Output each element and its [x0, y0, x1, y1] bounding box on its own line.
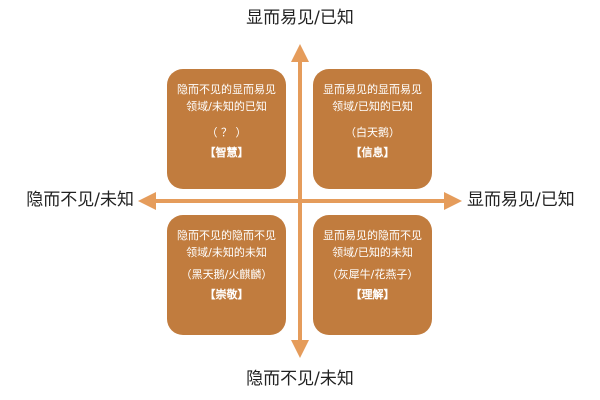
- quadrant-description: 隐而不见的显而易见领域/未知的已知: [177, 83, 276, 113]
- quadrant-tag: 【崇敬】: [204, 288, 249, 301]
- quadrant-example: （ ？ ）: [206, 126, 247, 139]
- axis-label-bottom: 隐而不见/未知: [246, 369, 354, 389]
- quadrant-description: 隐而不见的隐而不见领域/未知的未知: [177, 229, 276, 259]
- quadrant-bottom-right: 显而易见的隐而不见领域/已知的未知 （灰犀牛/花燕子） 【理解】: [313, 215, 432, 335]
- quadrant-tag: 【智慧】: [204, 146, 249, 159]
- axis-label-top: 显而易见/已知: [246, 8, 354, 28]
- axis-label-right: 显而易见/已知: [467, 190, 575, 210]
- arrowhead-left: [138, 192, 156, 210]
- quadrant-example: （白天鹅）: [345, 126, 400, 139]
- quadrant-description: 显而易见的隐而不见领域/已知的未知: [323, 229, 422, 259]
- quadrant-top-right: 显而易见的显而易见领域/已知的已知 （白天鹅） 【信息】: [313, 69, 432, 189]
- axis-label-left: 隐而不见/未知: [26, 190, 134, 210]
- quadrant-bottom-left: 隐而不见的隐而不见领域/未知的未知 （黑天鹅/火麒麟） 【崇敬】: [167, 215, 286, 335]
- arrowhead-right: [444, 192, 462, 210]
- quadrant-example: （灰犀牛/花燕子）: [326, 268, 419, 281]
- quadrant-top-left: 隐而不见的显而易见领域/未知的已知 （ ？ ） 【智慧】: [167, 69, 286, 189]
- quadrant-description: 显而易见的显而易见领域/已知的已知: [323, 83, 422, 113]
- arrowhead-down: [291, 340, 309, 358]
- quadrant-tag: 【信息】: [350, 146, 395, 159]
- quadrant-tag: 【理解】: [350, 288, 395, 301]
- arrowhead-up: [291, 44, 309, 62]
- quadrant-example: （黑天鹅/火麒麟）: [180, 268, 273, 281]
